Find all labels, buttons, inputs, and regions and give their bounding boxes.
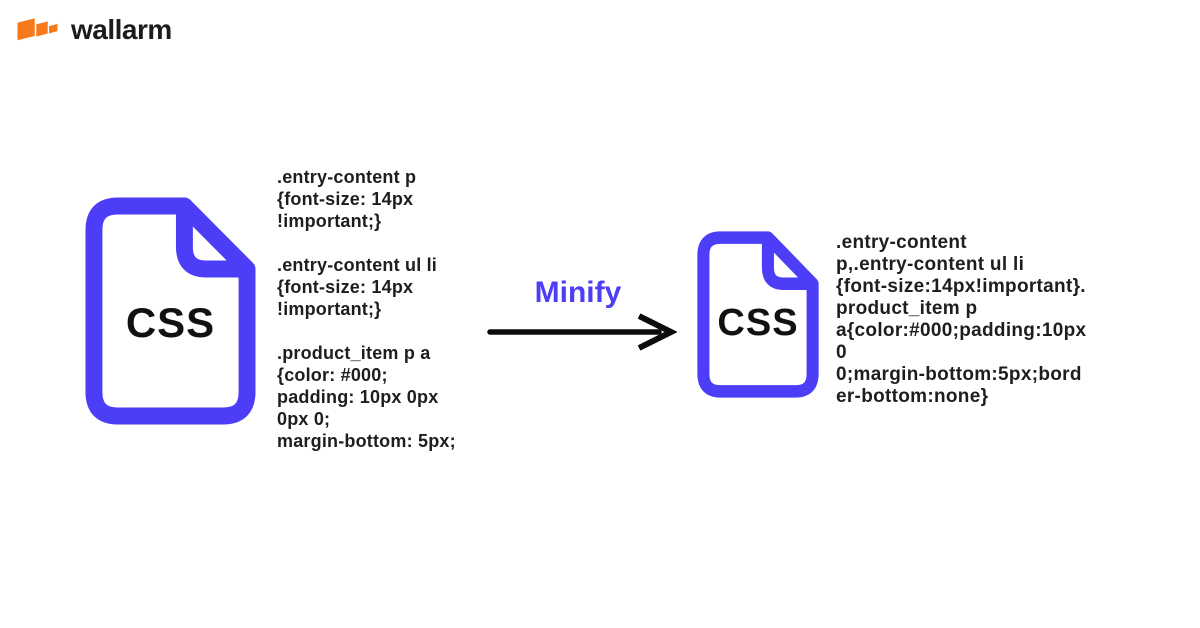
arrow-right-icon (487, 313, 678, 356)
result-file-type-label: CSS (717, 302, 799, 344)
source-css-code: .entry-content p {font-size: 14px !impor… (277, 167, 456, 451)
wallarm-logo-text: wallarm (71, 14, 172, 45)
css-file-icon-source: CSS (85, 197, 256, 425)
css-file-icon-minified: CSS (697, 231, 819, 398)
minify-label: Minify (534, 276, 622, 309)
wallarm-logo: wallarm (12, 12, 172, 48)
source-file-type-label: CSS (125, 299, 216, 346)
wallarm-logo-icon (12, 14, 62, 47)
minified-css-code: .entry-content p,.entry-content ul li {f… (836, 232, 1087, 407)
